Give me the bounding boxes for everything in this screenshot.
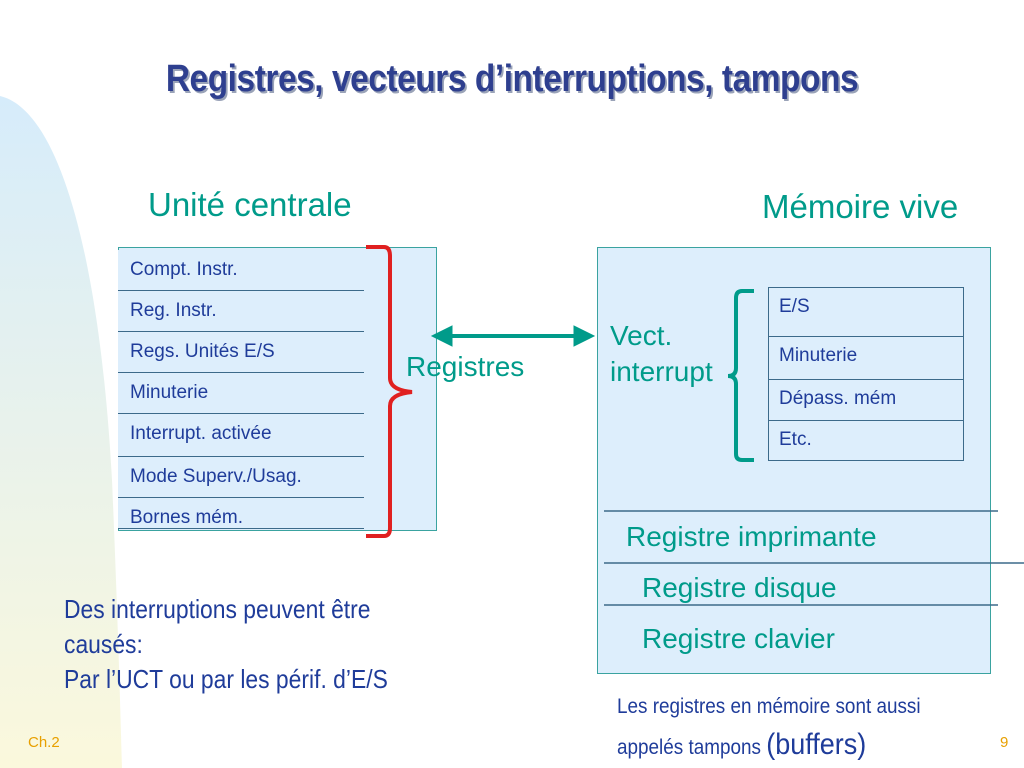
register-cell: Interrupt. activée — [118, 414, 364, 457]
register-cell: Mode Superv./Usag. — [118, 457, 364, 498]
double-arrow — [430, 325, 596, 347]
buffer-label: Registre imprimante — [626, 521, 877, 552]
buffer-label: Registre disque — [642, 572, 837, 603]
register-cell: Minuterie — [118, 373, 364, 414]
buffer-label: Registre clavier — [642, 623, 835, 654]
interrupts-note: Des interruptions peuvent être causés: P… — [64, 592, 388, 697]
registers-label: Registres — [406, 351, 525, 382]
register-cell: Reg. Instr. — [118, 291, 364, 332]
register-cell: Regs. Unités E/S — [118, 332, 364, 373]
page-number: 9 — [1000, 734, 1009, 751]
vector-entry: Minuterie — [768, 336, 964, 380]
interrupts-note-line: Par l’UCT ou par les périf. d’E/S — [64, 664, 388, 694]
vector-entry: Dépass. mém — [768, 379, 964, 421]
vector-entry: Etc. — [768, 420, 964, 461]
interrupts-note-line: causés: — [64, 629, 143, 659]
interrupts-note-line: Des interruptions peuvent être — [64, 594, 371, 624]
buffers-note-text: Les registres en mémoire sont aussi appe… — [617, 695, 921, 759]
register-cell: Bornes mém. — [118, 498, 364, 529]
teal-bracket — [727, 289, 754, 462]
buffers-note-emphasis: (buffers) — [766, 728, 867, 761]
register-cell: Compt. Instr. — [118, 250, 364, 291]
vector-label: Vect. interrupt — [610, 318, 730, 390]
red-bracket — [366, 245, 413, 538]
vector-label-text: Vect. interrupt — [610, 320, 713, 387]
memory-heading: Mémoire vive — [762, 188, 959, 225]
slide-title: Registres, vecteurs d’interruptions, tam… — [165, 58, 859, 100]
chapter-label: Ch.2 — [28, 734, 60, 751]
cpu-heading: Unité centrale — [148, 186, 352, 223]
buffers-note: Les registres en mémoire sont aussi appe… — [617, 688, 959, 767]
